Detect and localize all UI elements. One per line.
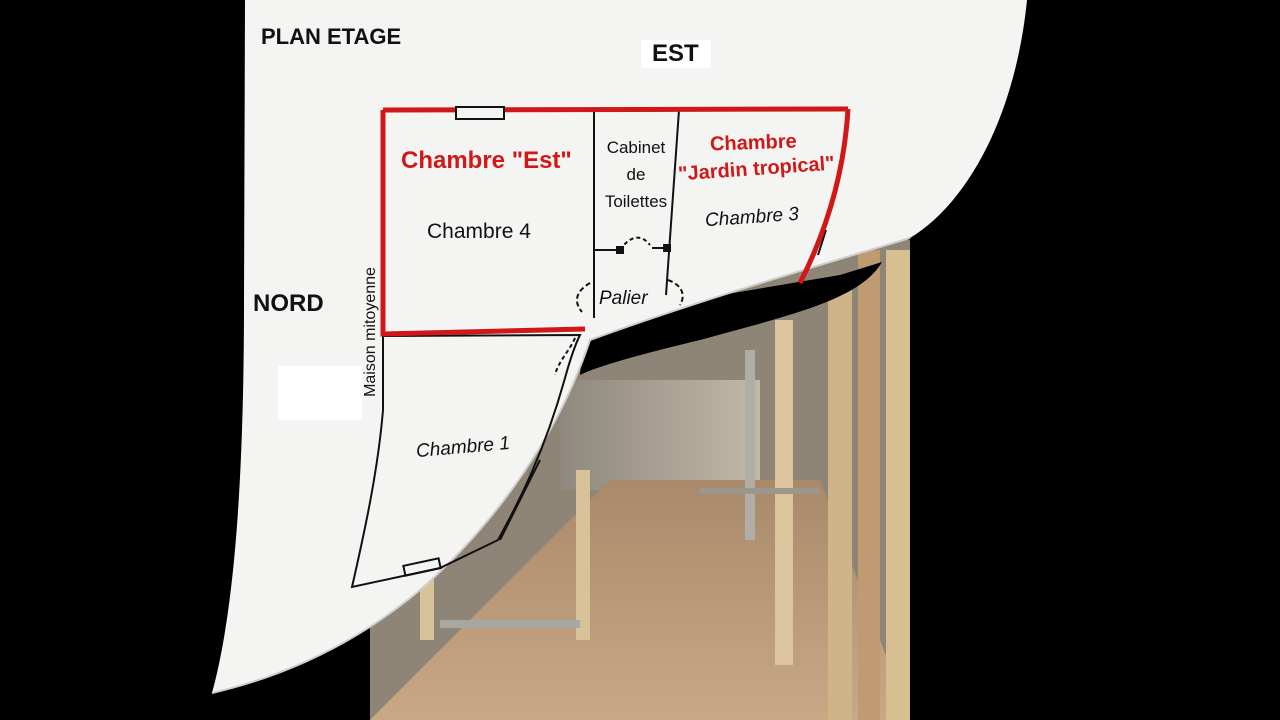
door-arc [554, 337, 576, 376]
room-label-jardin-line1: Chambre [709, 130, 798, 156]
room-label-chambre-est: Chambre "Est" [401, 147, 572, 174]
plan-title: PLAN ETAGE [261, 24, 402, 49]
floor-plan [350, 109, 827, 589]
page-curl-edge [211, 237, 911, 694]
cabinet-line-3: Toilettes [604, 192, 668, 211]
chambre-jardin-outline [797, 108, 851, 285]
toilet-wall-right [665, 109, 680, 296]
chambre-1-outline [350, 333, 582, 589]
cabinet-line-2: de [626, 165, 646, 184]
window-bottom [402, 557, 442, 577]
chambre-est-outline [380, 110, 586, 337]
cabinet-line-1: Cabinet [606, 138, 666, 157]
compass-est-label: EST [652, 40, 699, 67]
landing-outline [575, 279, 684, 313]
room-label-palier: Palier [599, 288, 648, 309]
paper-page [212, 0, 1027, 693]
page-curl-shadow [580, 262, 882, 375]
room-label-cabinet: Cabinet de Toilettes [596, 134, 676, 215]
window-top [455, 106, 505, 120]
compass-nord-label: NORD [253, 290, 324, 317]
room-label-chambre-4: Chambre 4 [427, 220, 531, 243]
wall-label-maison-mitoyenne: Maison mitoyenne [362, 267, 379, 397]
